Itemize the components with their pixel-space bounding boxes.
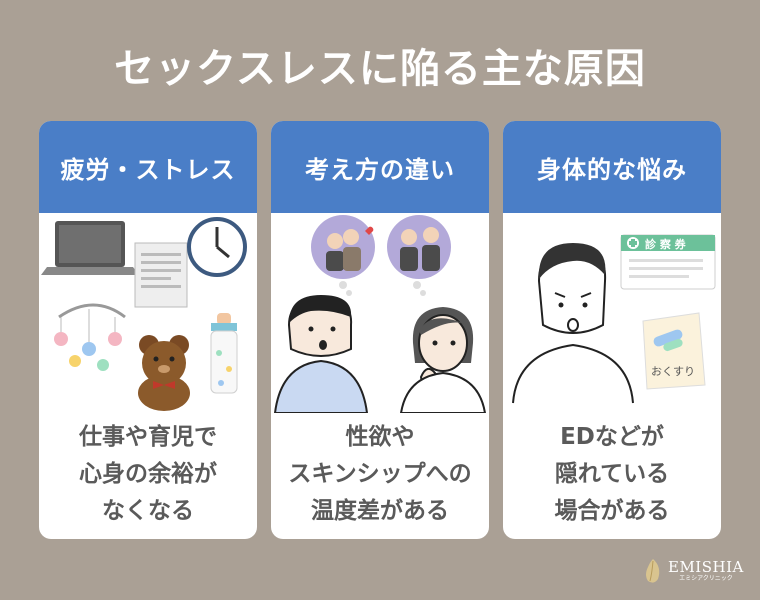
physical-illustration: 診 察 券 おくすり xyxy=(512,234,716,404)
baby-mobile-icon xyxy=(54,303,126,371)
cause-card-fatigue: 疲労・ストレス xyxy=(39,121,257,539)
document-icon xyxy=(134,242,188,308)
laptop-icon xyxy=(41,221,139,275)
logo-name: EMISHIA xyxy=(668,558,744,576)
card-header: 疲労・ストレス xyxy=(39,121,257,213)
baby-bottle-icon xyxy=(210,313,238,394)
woman-thinking-icon xyxy=(399,307,487,413)
medicine-bag-icon: おくすり xyxy=(642,312,706,390)
differences-illustration xyxy=(273,215,487,413)
svg-text:おくすり: おくすり xyxy=(651,365,695,378)
worried-man-icon xyxy=(512,243,634,404)
page-title: セックスレスに陥る主な原因 xyxy=(114,46,646,92)
logo-subtitle: エミシアクリニック xyxy=(679,575,733,582)
card-description: EDなどが 隠れている 場合がある xyxy=(554,424,670,524)
couple-distant-icon xyxy=(387,215,451,296)
card-description: 仕事や育児で 心身の余裕が なくなる xyxy=(79,424,217,524)
medical-card-icon: 診 察 券 xyxy=(620,234,716,290)
card-header: 考え方の違い xyxy=(271,121,489,213)
man-thinking-icon xyxy=(273,295,369,413)
clock-icon xyxy=(187,217,247,277)
teddy-bear-icon xyxy=(138,335,190,411)
fatigue-illustration xyxy=(41,217,247,411)
svg-text:診 察 券: 診 察 券 xyxy=(645,237,687,251)
cause-card-physical: 身体的な悩み 診 察 券 xyxy=(503,121,721,539)
card-description: 性欲や スキンシップへの 温度差がある xyxy=(288,424,472,524)
logo-leaf-icon xyxy=(646,559,660,583)
brand-logo: EMISHIA エミシアクリニック xyxy=(642,556,760,586)
cause-card-differences: 考え方の違い xyxy=(271,121,489,539)
couple-affectionate-icon xyxy=(311,215,375,296)
card-header: 身体的な悩み xyxy=(503,121,721,213)
